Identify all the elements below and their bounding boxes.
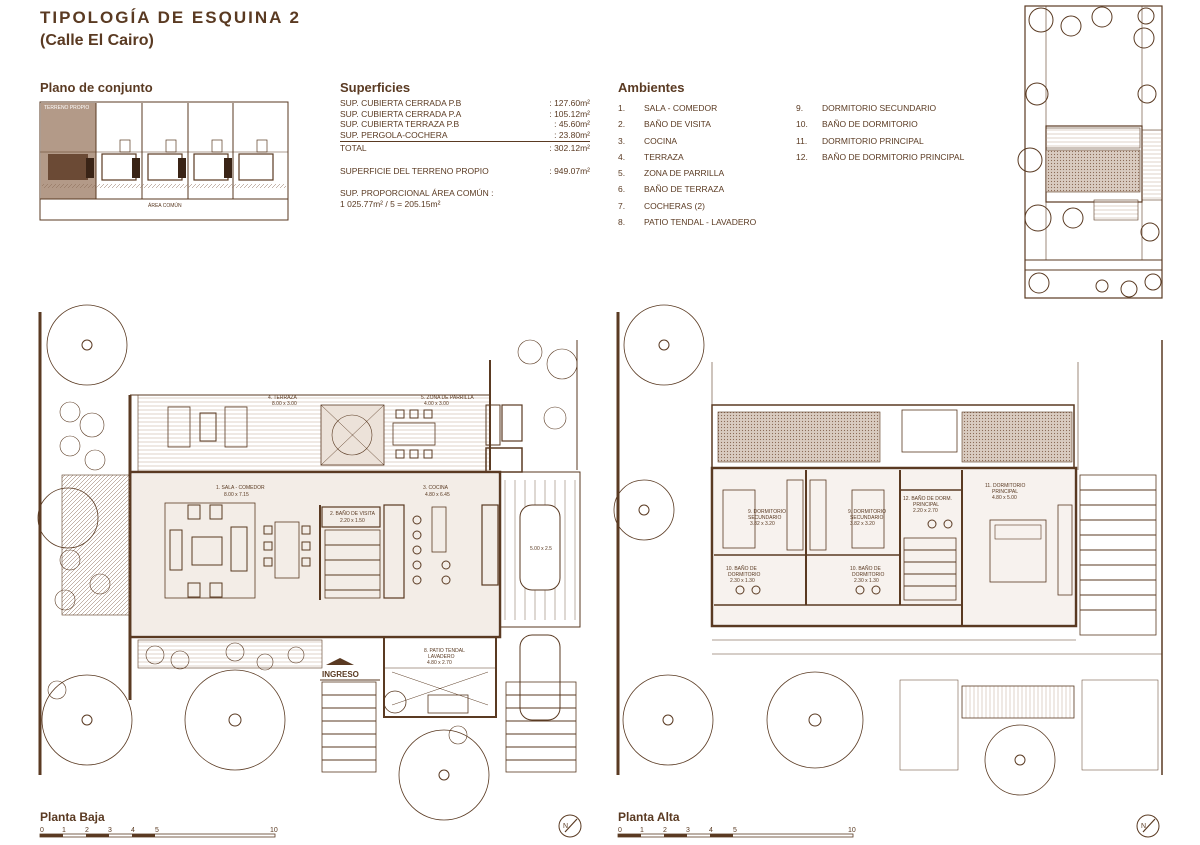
sup-terreno-row: SUPERFICIE DEL TERRENO PROPIO: 949.07m²	[340, 165, 590, 176]
scale-tick: 2	[85, 827, 89, 834]
room-bano-ppal-b: PRINCIPAL	[913, 502, 939, 508]
area-comun-label: ÁREA COMÚN	[148, 202, 182, 209]
list-item: 9.DORMITORIO SECUNDARIO	[796, 103, 937, 113]
site-plan	[1017, 5, 1163, 299]
list-item: 6.BAÑO DE TERRAZA	[618, 184, 725, 195]
sup-proporcional-1: SUP. PROPORCIONAL ÁREA COMÚN :	[340, 188, 494, 198]
page-title: TIPOLOGÍA DE ESQUINA 2	[40, 8, 301, 27]
scale-tick: 4	[131, 827, 135, 834]
scale-tick: 1	[62, 827, 66, 834]
room-dorm-sec-1b: SECUNDARIO	[748, 515, 781, 521]
room-dorm-sec-2: 9. DORMITORIO	[848, 509, 886, 515]
scale-tick: 2	[663, 827, 667, 834]
room-parrilla-dim: 4.00 x 3.00	[424, 401, 449, 407]
room-bano-dorm-1: 10. BAÑO DE	[726, 565, 758, 572]
north-arrow-icon	[558, 814, 582, 838]
scale-tick: 0	[40, 827, 44, 834]
north-label: N	[1141, 823, 1146, 830]
ingreso-label: INGRESO	[322, 670, 359, 679]
room-sala: 1. SALA - COMEDOR	[216, 485, 265, 491]
sup-row: SUP. CUBIERTA CERRADA P.A: 105.12m²	[340, 108, 590, 119]
scale-tick: 1	[640, 827, 644, 834]
north-label: N	[563, 823, 568, 830]
plano-conjunto-drawing	[39, 101, 289, 221]
list-item: 8.PATIO TENDAL - LAVADERO	[618, 217, 757, 228]
room-dorm-sec-2-dim: 3.82 x 3.20	[850, 521, 875, 527]
room-dorm-sec-1: 9. DORMITORIO	[748, 509, 786, 515]
room-terraza: 4. TERRAZA	[268, 395, 297, 401]
sup-row: SUP. CUBIERTA TERRAZA P.B: 45.60m²	[340, 119, 590, 129]
list-item: 11.DORMITORIO PRINCIPAL	[796, 135, 924, 146]
room-bano-dorm-2-dim: 2.30 x 1.30	[854, 578, 879, 584]
plano-conjunto-heading: Plano de conjunto	[40, 80, 153, 95]
planta-baja-label: Planta Baja	[40, 810, 105, 824]
list-item: 7.COCHERAS (2)	[618, 200, 705, 211]
planta-baja-drawing	[37, 304, 581, 821]
scale-tick: 4	[709, 827, 713, 834]
sup-row: SUP. CUBIERTA CERRADA P.B: 127.60m²	[340, 98, 590, 108]
room-bano-visita: 2. BAÑO DE VISITA	[330, 510, 376, 517]
room-cocina-dim: 4.80 x 6.45	[425, 492, 450, 498]
room-bano-ppal-dim: 2.20 x 2.70	[913, 508, 938, 514]
scale-tick: 10	[270, 827, 278, 834]
terreno-label: TERRENO PROPIO	[44, 105, 89, 111]
room-bano-dorm-2: 10. BAÑO DE	[850, 565, 882, 572]
scale-tick: 10	[848, 827, 856, 834]
ambientes-list-2: 9.DORMITORIO SECUNDARIO 10.BAÑO DE DORMI…	[796, 100, 964, 165]
ambientes-list-1: 1.SALA - COMEDOR 2.BAÑO DE VISITA 3.COCI…	[618, 100, 756, 230]
room-parrilla: 5. ZONA DE PARRILLA	[421, 395, 474, 401]
room-dorm-ppal-b: PRINCIPAL	[992, 489, 1018, 495]
north-arrow-icon	[1136, 814, 1160, 838]
list-item: 1.SALA - COMEDOR	[618, 103, 718, 113]
scale-tick: 5	[733, 827, 737, 834]
ambientes-heading: Ambientes	[618, 80, 685, 95]
superficies-heading: Superficies	[340, 80, 411, 95]
scale-tick: 5	[155, 827, 159, 834]
superficies-table: SUP. CUBIERTA CERRADA P.B: 127.60m² SUP.…	[340, 98, 590, 209]
room-bano-dorm-1b: DORMITORIO	[728, 572, 761, 578]
sup-row: SUP. PERGOLA-COCHERA: 23.80m²	[340, 129, 590, 140]
list-item: 5.ZONA DE PARRILLA	[618, 168, 725, 179]
scale-tick: 3	[686, 827, 690, 834]
room-bano-ppal: 12. BAÑO DE DORM.	[903, 495, 952, 502]
list-item: 2.BAÑO DE VISITA	[618, 119, 711, 130]
room-bano-visita-dim: 2.20 x 1.50	[340, 518, 365, 524]
scale-tick: 0	[618, 827, 622, 834]
room-terraza-dim: 8.00 x 3.00	[272, 401, 297, 407]
sup-total-row: TOTAL: 302.12m²	[340, 141, 590, 153]
room-dorm-sec-1-dim: 3.82 x 3.20	[750, 521, 775, 527]
list-item: 10.BAÑO DE DORMITORIO	[796, 119, 918, 130]
sup-proporcional-2: 1 025.77m² / 5 = 205.15m²	[340, 198, 441, 209]
room-cochera-dim: 5.00 x 2.5	[530, 546, 552, 552]
room-bano-dorm-1-dim: 2.30 x 1.30	[730, 578, 755, 584]
scale-bar-baja	[39, 833, 276, 838]
room-dorm-ppal-dim: 4.80 x 5.00	[992, 495, 1017, 501]
room-patio-2: LAVADERO	[428, 654, 455, 660]
list-item: 3.COCINA	[618, 135, 678, 146]
room-bano-dorm-2b: DORMITORIO	[852, 572, 885, 578]
room-dorm-ppal: 11. DORMITORIO	[985, 483, 1025, 489]
planta-alta-drawing	[613, 304, 1163, 796]
room-sala-dim: 8.00 x 7.15	[224, 492, 249, 498]
page-subtitle: (Calle El Cairo)	[40, 32, 154, 49]
list-item: 12.BAÑO DE DORMITORIO PRINCIPAL	[796, 151, 965, 162]
scale-tick: 3	[108, 827, 112, 834]
list-item: 4.TERRAZA	[618, 151, 684, 162]
room-dorm-sec-2b: SECUNDARIO	[850, 515, 883, 521]
scale-bar-alta	[617, 833, 854, 838]
room-patio-dim: 4.80 x 2.70	[427, 660, 452, 666]
room-cocina: 3. COCINA	[423, 485, 449, 491]
planta-alta-label: Planta Alta	[618, 810, 680, 824]
room-patio: 8. PATIO TENDAL	[424, 648, 465, 654]
